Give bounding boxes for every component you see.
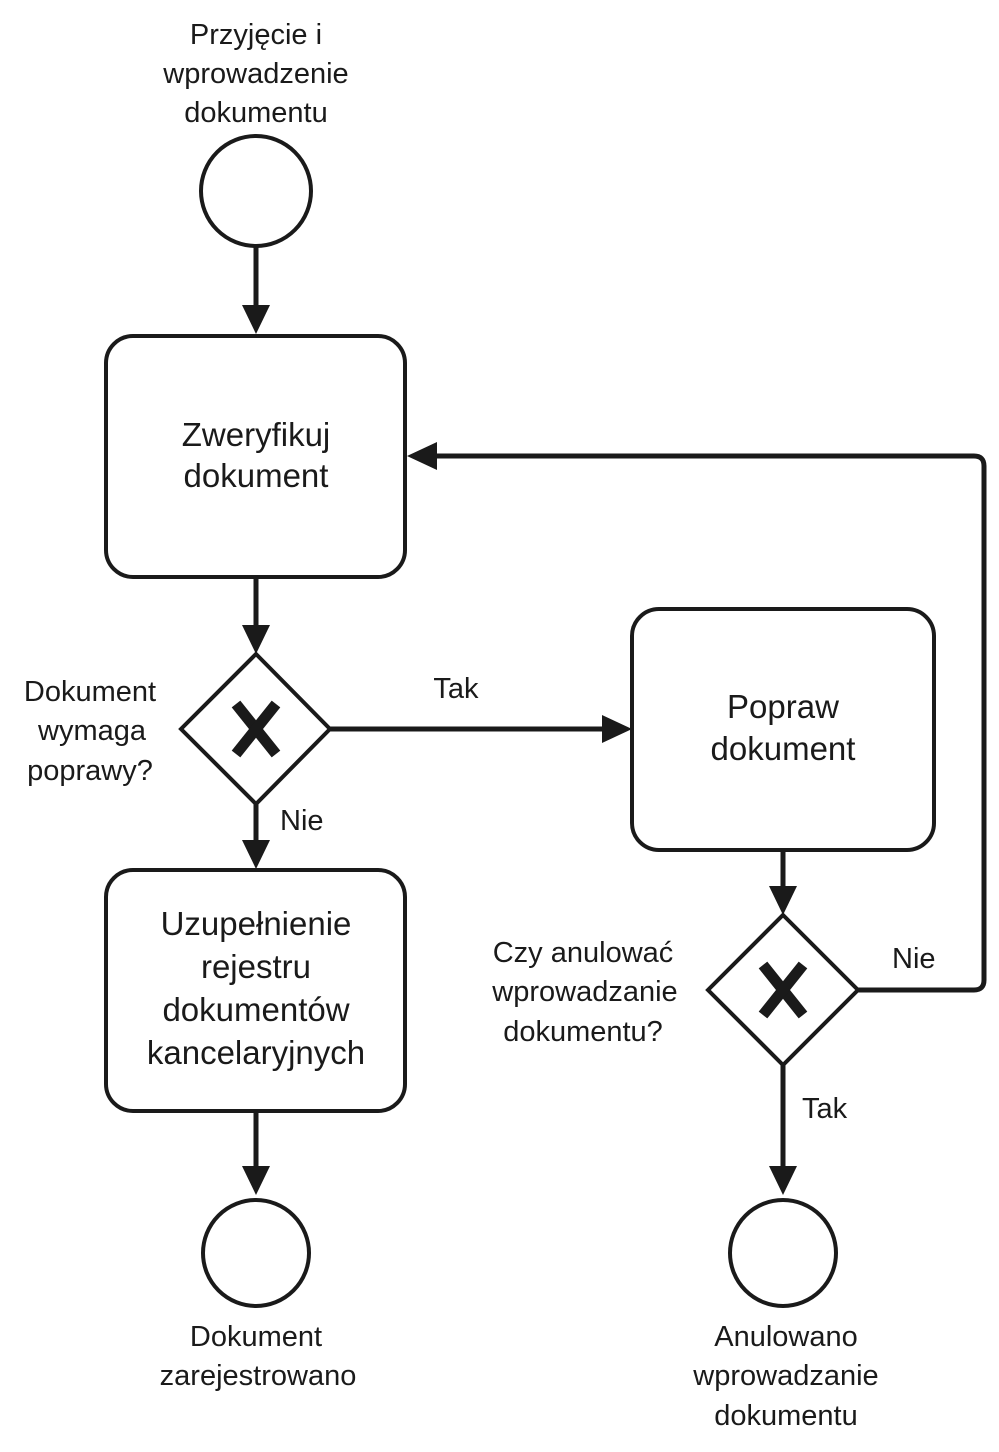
svg-text:Czy anulować: Czy anulować	[493, 937, 674, 969]
gateway-needs-fix-label: Dokument wymaga poprawy?	[24, 676, 156, 787]
svg-text:Dokument: Dokument	[190, 1321, 322, 1353]
svg-text:zarejestrowano: zarejestrowano	[160, 1360, 357, 1392]
svg-text:wymaga: wymaga	[37, 715, 147, 747]
task-label: dokumentów	[162, 991, 349, 1028]
start-event-label: Przyjęcie i wprowadzenie dokumentu	[162, 19, 348, 129]
svg-text:dokumentu?: dokumentu?	[503, 1016, 663, 1048]
task-complete-register[interactable]: Uzupełnienie rejestru dokumentów kancela…	[104, 868, 407, 1113]
x-icon	[231, 700, 281, 758]
svg-text:Dokument: Dokument	[24, 676, 156, 708]
flow-label-nie: Nie	[280, 805, 324, 837]
flow-label-tak: Tak	[802, 1093, 848, 1125]
end-event-cancelled[interactable]	[728, 1198, 838, 1308]
task-label: kancelaryjnych	[147, 1034, 365, 1071]
end-event-registered[interactable]	[201, 1198, 311, 1308]
x-icon	[758, 961, 808, 1019]
task-label: Zweryfikuj	[182, 416, 331, 453]
flow-label-nie: Nie	[892, 943, 936, 975]
end-event-cancelled-label: Anulowano wprowadzanie dokumentu	[692, 1321, 878, 1432]
flow-register-to-end-registered	[242, 1112, 270, 1195]
svg-text:poprawy?: poprawy?	[27, 755, 153, 787]
task-label: dokument	[184, 457, 329, 494]
svg-text:wprowadzenie: wprowadzenie	[162, 58, 348, 90]
end-event-registered-label: Dokument zarejestrowano	[160, 1321, 357, 1392]
task-label: dokument	[711, 730, 856, 767]
start-event[interactable]	[199, 134, 313, 248]
flow-start-to-verify	[242, 246, 270, 334]
svg-text:Anulowano: Anulowano	[714, 1321, 858, 1353]
gateway-needs-fix[interactable]	[178, 651, 333, 807]
gateway-cancel[interactable]	[705, 912, 861, 1068]
svg-text:wprowadzanie: wprowadzanie	[692, 1360, 878, 1392]
task-label: Uzupełnienie	[161, 905, 352, 942]
svg-text:dokumentu: dokumentu	[184, 97, 328, 129]
svg-text:Przyjęcie i: Przyjęcie i	[190, 19, 322, 51]
flow-gateway-fix-to-fix-tak: Tak	[330, 673, 632, 743]
flow-label-tak: Tak	[433, 673, 479, 705]
task-fix-document[interactable]: Popraw dokument	[630, 607, 936, 852]
gateway-cancel-label: Czy anulować wprowadzanie dokumentu?	[491, 937, 677, 1048]
flow-gateway-cancel-to-end-cancelled-tak: Tak	[769, 1065, 848, 1195]
svg-text:wprowadzanie: wprowadzanie	[491, 976, 677, 1008]
flow-fix-to-gateway-cancel	[769, 851, 797, 915]
task-label: rejestru	[201, 948, 311, 985]
flow-gateway-cancel-to-verify-nie: Nie	[407, 442, 987, 993]
flow-gateway-fix-to-register-nie: Nie	[242, 804, 324, 869]
task-label: Popraw	[727, 688, 839, 725]
flow-verify-to-gateway-fix	[242, 578, 270, 654]
task-verify-document[interactable]: Zweryfikuj dokument	[104, 334, 407, 579]
svg-text:dokumentu: dokumentu	[714, 1400, 858, 1432]
